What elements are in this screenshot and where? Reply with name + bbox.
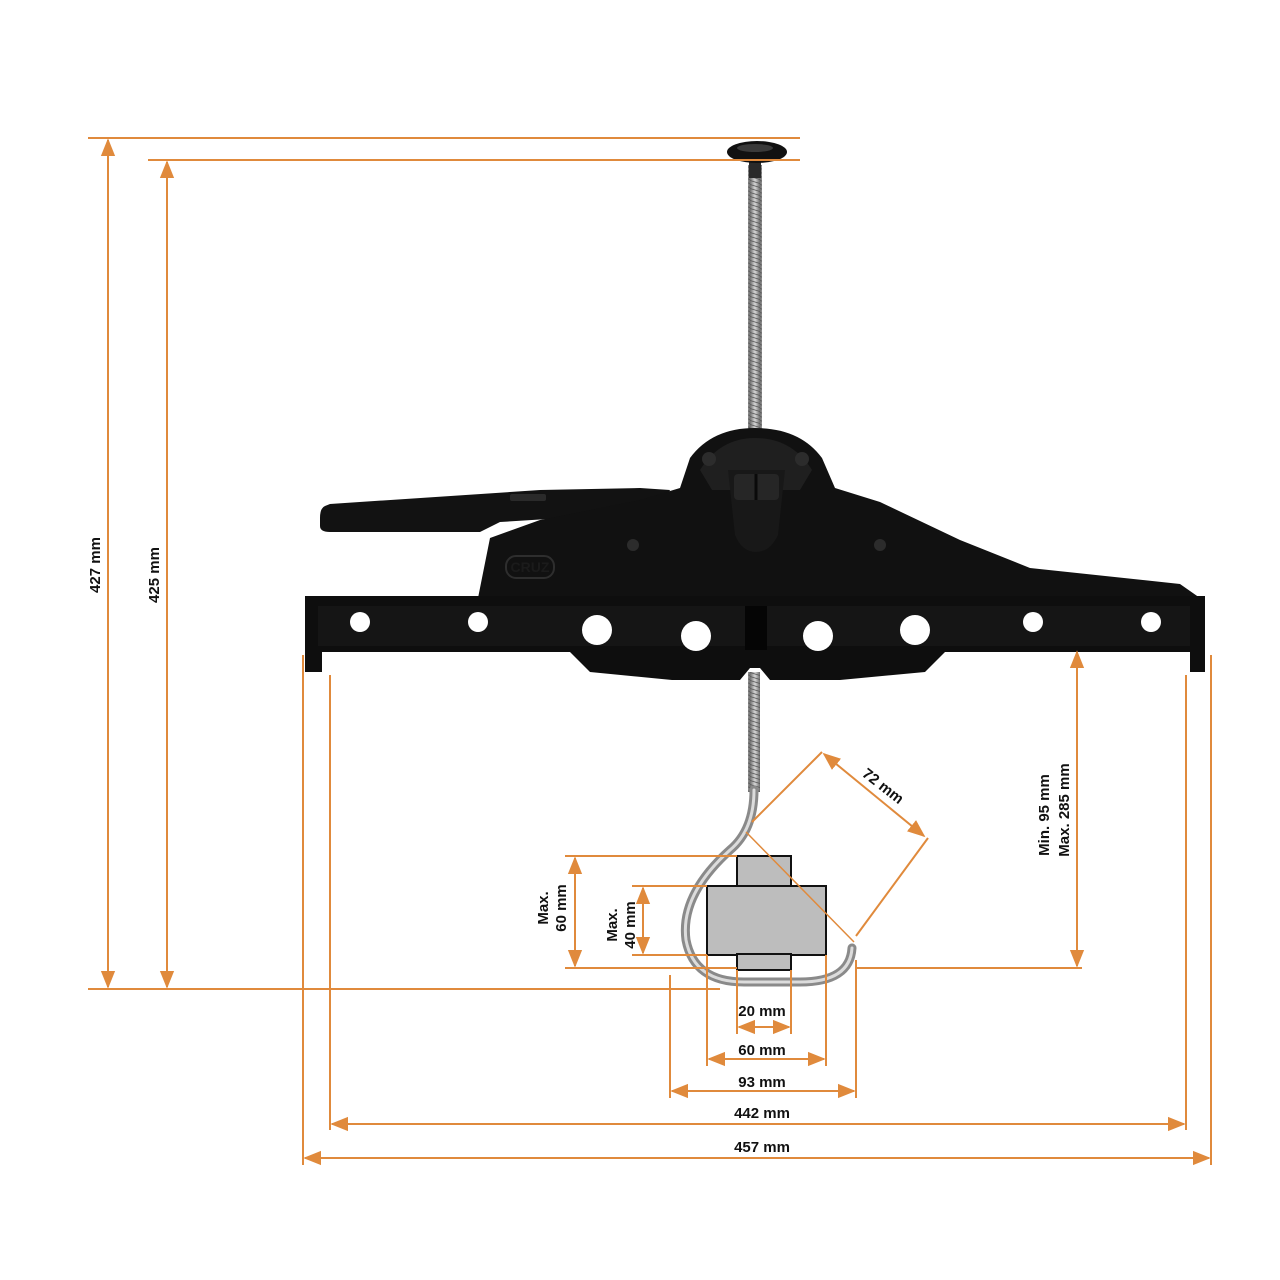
mount-hole [582, 615, 612, 645]
label-max-40-line2: 40 mm [622, 901, 639, 949]
label-max-60-line2: 60 mm [553, 884, 570, 932]
clamp-lever [320, 488, 670, 532]
label-425mm: 425 mm [146, 547, 163, 603]
svg-text:CRUZ: CRUZ [511, 559, 550, 575]
mount-hole [803, 621, 833, 651]
label-max-285mm: Max. 285 mm [1056, 763, 1073, 856]
dimension-lines [88, 137, 1212, 1166]
screw-head [874, 539, 886, 551]
label-427mm: 427 mm [87, 537, 104, 593]
label-457mm: 457 mm [734, 1139, 790, 1156]
screw-head [627, 539, 639, 551]
label-93mm: 93 mm [738, 1074, 786, 1091]
main-housing [478, 428, 1200, 598]
roof-rack-foot-illustration: CRUZ [305, 141, 1205, 987]
mount-hole [681, 621, 711, 651]
screw-head [702, 452, 716, 466]
label-max-40-line1: Max. [604, 908, 621, 941]
label-max-60-line1: Max. [535, 891, 552, 924]
adjustment-knob [727, 141, 787, 178]
base-center-slot [745, 606, 767, 650]
mount-hole [1141, 612, 1161, 632]
mount-hole [350, 612, 370, 632]
mount-hole [468, 612, 488, 632]
mount-hole [1023, 612, 1043, 632]
mount-hole [900, 615, 930, 645]
label-442mm: 442 mm [734, 1105, 790, 1122]
bar-profile-small-bottom [736, 953, 792, 971]
label-60mm: 60 mm [738, 1042, 786, 1059]
dim-72 [822, 752, 926, 838]
label-20mm: 20 mm [738, 1003, 786, 1020]
threaded-rod-upper [748, 165, 762, 435]
brand-logo: CRUZ [505, 555, 555, 579]
label-min-95mm: Min. 95 mm [1036, 774, 1053, 856]
screw-head [795, 452, 809, 466]
lever-button [510, 494, 546, 501]
threaded-rod-lower [748, 672, 760, 792]
bar-profile-small [736, 855, 792, 889]
dimension-labels: 427 mm 425 mm Min. 95 mm Max. 285 mm 72 … [87, 537, 1073, 1156]
bar-profile-large [706, 885, 827, 956]
